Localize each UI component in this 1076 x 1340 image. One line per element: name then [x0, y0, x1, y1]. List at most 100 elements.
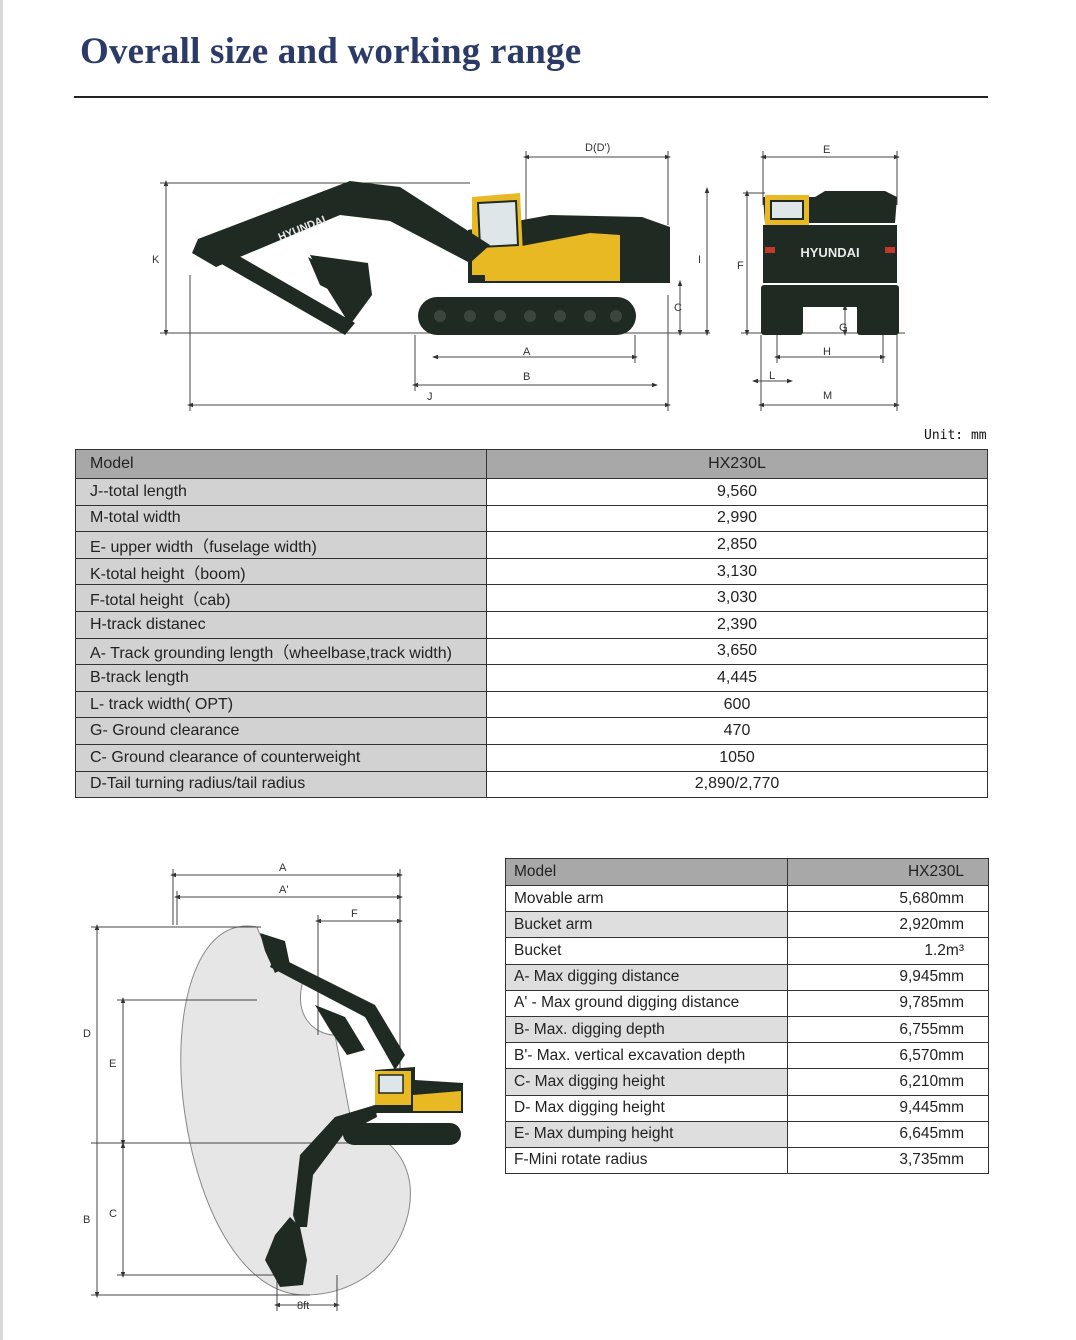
working-range-diagram: A A' F D E B C 8ft	[83, 862, 463, 1312]
dim-label-G: G	[839, 322, 848, 334]
dim-label-H: H	[823, 346, 831, 358]
header-model: HX230L	[787, 858, 989, 886]
table-row: F-total height（cab)3,030	[75, 584, 988, 612]
table-row: K-total height（boom)3,130	[75, 557, 988, 586]
row-value: 9,445mm	[787, 1094, 989, 1122]
row-value: 9,945mm	[787, 963, 989, 991]
range-label-A-prime: A'	[279, 884, 288, 896]
dim-label-A: A	[523, 346, 531, 358]
row-value: 3,650	[486, 637, 988, 666]
row-label: E- Max dumping height	[505, 1120, 788, 1148]
unit-label: Unit: mm	[924, 428, 987, 443]
row-label: A' - Max ground digging distance	[505, 989, 788, 1017]
row-label: C- Max digging height	[505, 1068, 788, 1096]
row-value: 2,990	[486, 504, 988, 533]
row-label: B- Max. digging depth	[505, 1015, 788, 1044]
range-label-A: A	[279, 862, 287, 874]
row-value: 6,645mm	[787, 1120, 989, 1148]
row-value: 5,680mm	[787, 884, 989, 913]
header-label: Model	[75, 449, 487, 479]
row-value: 3,030	[486, 584, 988, 612]
table-row: E- upper width（fuselage width)2,850	[75, 531, 988, 559]
row-label: L- track width( OPT)	[75, 690, 487, 719]
range-label-E: E	[109, 1058, 116, 1070]
title-divider	[74, 96, 988, 98]
row-value: 2,850	[486, 531, 988, 559]
range-label-F: F	[351, 908, 358, 920]
dim-label-D: D(D')	[585, 142, 610, 154]
range-label-D: D	[83, 1028, 91, 1040]
excavator-side-view: HYUNDAI K D(D') I C A B J	[152, 142, 710, 411]
row-value: 6,210mm	[787, 1068, 989, 1096]
dim-label-M: M	[823, 390, 832, 402]
row-label: Bucket arm	[505, 911, 788, 939]
range-label-C: C	[109, 1208, 117, 1220]
dim-label-L: L	[769, 370, 775, 382]
dim-label-K: K	[152, 254, 160, 266]
row-label: D- Max digging height	[505, 1094, 788, 1122]
row-label: C- Ground clearance of counterweight	[75, 743, 487, 772]
row-value: 9,785mm	[787, 989, 989, 1017]
row-label: Bucket	[505, 937, 788, 965]
row-label: E- upper width（fuselage width)	[75, 531, 487, 559]
row-label: B-track length	[75, 664, 487, 692]
header-label: Model	[505, 858, 788, 886]
row-label: F-Mini rotate radius	[505, 1146, 788, 1175]
range-label-8ft: 8ft	[297, 1300, 309, 1312]
table-header-row: Model HX230L	[75, 449, 988, 479]
table-row: L- track width( OPT)600	[75, 690, 988, 719]
row-value: 470	[486, 717, 988, 745]
excavator-rear-view: HYUNDAI E F G H L M	[737, 144, 905, 411]
dim-label-I: I	[698, 254, 701, 266]
row-label: B'- Max. vertical excavation depth	[505, 1042, 788, 1070]
page-edge	[0, 0, 3, 1340]
row-value: 6,570mm	[787, 1042, 989, 1070]
row-value: 4,445	[486, 664, 988, 692]
row-value: 2,920mm	[787, 911, 989, 939]
row-label: Movable arm	[505, 884, 788, 913]
row-label: G- Ground clearance	[75, 717, 487, 745]
rear-brand-text: HYUNDAI	[800, 245, 859, 260]
table-row: A- Track grounding length（wheelbase,trac…	[75, 637, 988, 666]
dim-label-J: J	[427, 391, 433, 403]
row-label: F-total height（cab)	[75, 584, 487, 612]
row-label: D-Tail turning radius/tail radius	[75, 770, 487, 799]
row-label: M-total width	[75, 504, 487, 533]
table-header-row: Model HX230L	[505, 858, 989, 886]
row-value: 3,130	[486, 557, 988, 586]
row-value: 600	[486, 690, 988, 719]
dim-label-F: F	[737, 260, 744, 272]
row-value: 3,735mm	[787, 1146, 989, 1175]
row-label: A- Max digging distance	[505, 963, 788, 991]
dim-label-E: E	[823, 144, 830, 156]
row-value: 2,390	[486, 610, 988, 639]
row-label: J--total length	[75, 478, 487, 506]
row-value: 9,560	[486, 478, 988, 506]
page-title: Overall size and working range	[80, 31, 582, 72]
row-value: 2,890/2,770	[486, 770, 988, 799]
dim-label-C: C	[674, 302, 682, 314]
row-label: H-track distanec	[75, 610, 487, 639]
row-label: A- Track grounding length（wheelbase,trac…	[75, 637, 487, 666]
header-model: HX230L	[486, 449, 988, 479]
dim-label-B: B	[523, 371, 530, 383]
row-value: 1050	[486, 743, 988, 772]
